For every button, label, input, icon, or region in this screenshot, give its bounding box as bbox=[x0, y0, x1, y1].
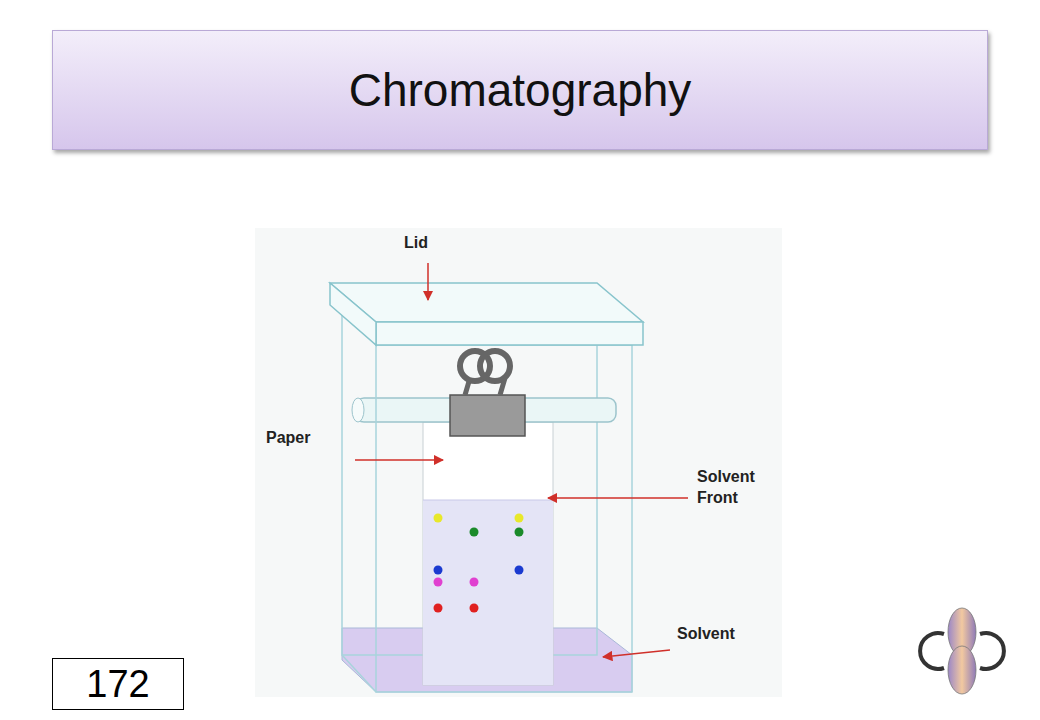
part-label: Lid bbox=[404, 233, 428, 254]
slide-number: 172 bbox=[86, 663, 149, 706]
part-label: Solvent bbox=[677, 624, 735, 645]
slide-number-box: 172 bbox=[52, 658, 184, 710]
logo bbox=[920, 608, 1004, 694]
title-banner: Chromatography bbox=[52, 30, 988, 150]
slide-title: Chromatography bbox=[349, 63, 692, 117]
part-label: Paper bbox=[266, 428, 310, 449]
part-label: Solvent Front bbox=[697, 467, 777, 509]
